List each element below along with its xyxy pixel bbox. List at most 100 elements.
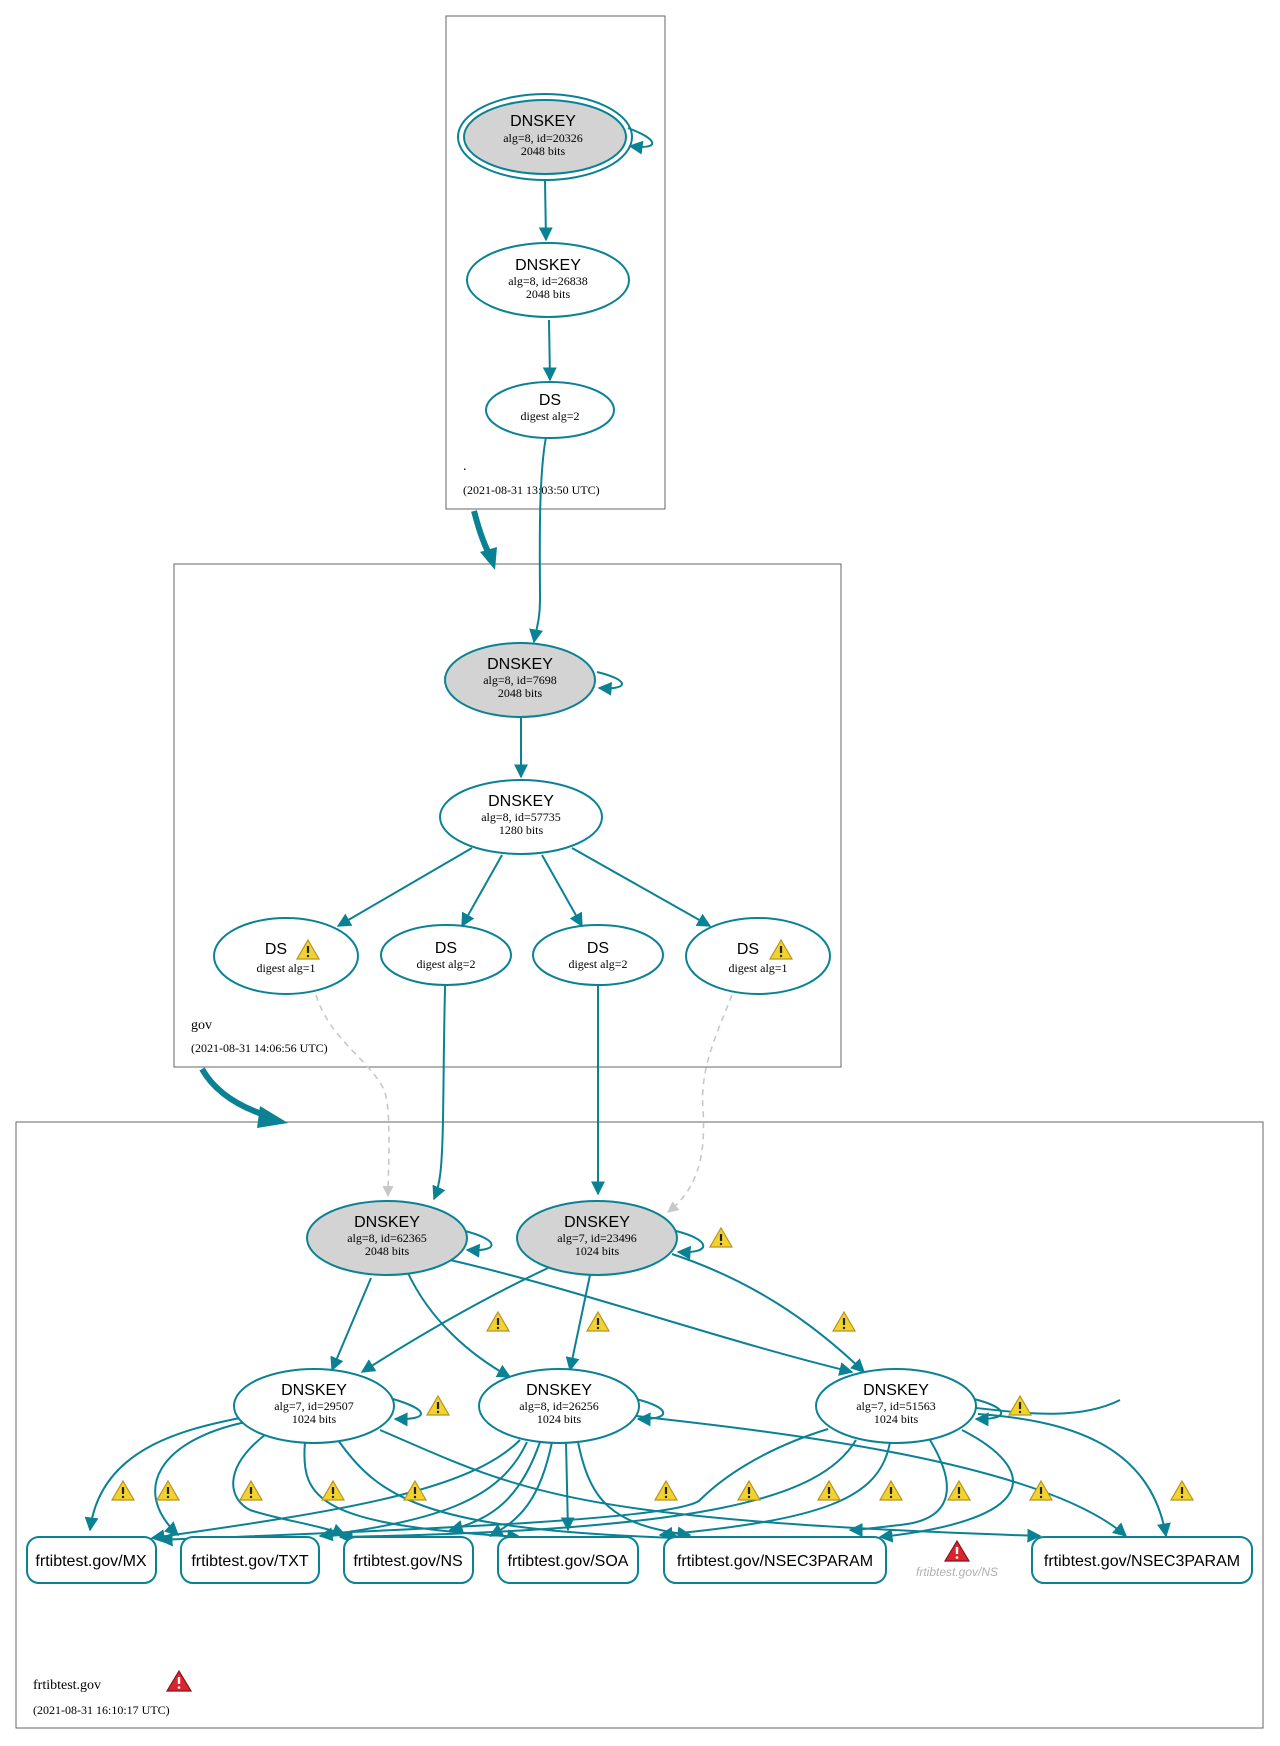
node-gov-zsk[interactable]: DNSKEY alg=8, id=57735 1280 bits bbox=[439, 779, 603, 855]
record-nsec3param-2-label: frtibtest.gov/NSEC3PARAM bbox=[1044, 1553, 1240, 1570]
node-root-zsk-title: DNSKEY bbox=[515, 257, 581, 274]
zone-error-icon bbox=[165, 1669, 193, 1693]
node-gov-ds2-title: DS bbox=[435, 940, 457, 957]
node-ft-zsk1[interactable]: DNSKEY alg=7, id=29507 1024 bits bbox=[233, 1368, 395, 1444]
zone-gov-name: gov bbox=[191, 1018, 212, 1033]
node-gov-ksk-line1: alg=8, id=7698 bbox=[483, 673, 557, 687]
node-ft-ksk1-line2: 2048 bits bbox=[365, 1244, 410, 1258]
zone-gov-box bbox=[173, 563, 842, 1068]
warning-icon bbox=[585, 1310, 611, 1333]
warning-icon bbox=[653, 1479, 679, 1502]
node-ft-zsk2-title: DNSKEY bbox=[526, 1382, 592, 1399]
node-gov-ds3-line1: digest alg=2 bbox=[568, 957, 627, 971]
node-ft-zsk2-line1: alg=8, id=26256 bbox=[519, 1399, 599, 1413]
record-ns[interactable]: frtibtest.gov/NS bbox=[343, 1536, 474, 1584]
record-mx-label: frtibtest.gov/MX bbox=[35, 1553, 146, 1570]
zone-root-timestamp: (2021-08-31 13:03:50 UTC) bbox=[463, 483, 600, 497]
node-root-zsk-line2: 2048 bits bbox=[526, 287, 571, 301]
node-gov-ds1[interactable]: DS digest alg=1 bbox=[213, 917, 359, 995]
node-gov-ds3-title: DS bbox=[587, 940, 609, 957]
error-icon bbox=[943, 1539, 971, 1563]
zone-root-box bbox=[445, 15, 666, 510]
warning-icon bbox=[110, 1479, 136, 1502]
record-ns-ghost[interactable]: frtibtest.gov/NS bbox=[916, 1539, 998, 1579]
node-root-zsk[interactable]: DNSKEY alg=8, id=26838 2048 bits bbox=[466, 242, 630, 318]
node-gov-ds1-title: DS bbox=[265, 941, 287, 958]
node-ft-zsk2[interactable]: DNSKEY alg=8, id=26256 1024 bits bbox=[478, 1368, 640, 1444]
record-soa-label: frtibtest.gov/SOA bbox=[508, 1553, 629, 1570]
node-gov-ds1-line1: digest alg=1 bbox=[256, 961, 315, 975]
warning-icon bbox=[402, 1479, 428, 1502]
node-gov-ds2-line1: digest alg=2 bbox=[416, 957, 475, 971]
dashed-edge-ds4 bbox=[667, 994, 733, 1213]
warning-icon bbox=[831, 1310, 857, 1333]
node-ft-zsk1-line2: 1024 bits bbox=[292, 1412, 337, 1426]
node-root-ksk-line2: 2048 bits bbox=[521, 144, 566, 158]
record-ns-ghost-label: frtibtest.gov/NS bbox=[916, 1565, 998, 1579]
node-ft-ksk2[interactable]: DNSKEY alg=7, id=23496 1024 bits bbox=[516, 1200, 678, 1276]
node-ft-ksk1[interactable]: DNSKEY alg=8, id=62365 2048 bits bbox=[306, 1200, 468, 1276]
node-root-ds[interactable]: DS digest alg=2 bbox=[485, 381, 615, 439]
signature-edges bbox=[84, 127, 1171, 1547]
node-ft-zsk2-line2: 1024 bits bbox=[537, 1412, 582, 1426]
warning-icon bbox=[485, 1310, 511, 1333]
node-gov-zsk-title: DNSKEY bbox=[488, 793, 554, 810]
node-root-ksk-line1: alg=8, id=20326 bbox=[503, 131, 583, 145]
record-ns-label: frtibtest.gov/NS bbox=[353, 1553, 462, 1570]
node-gov-zsk-line1: alg=8, id=57735 bbox=[481, 810, 561, 824]
node-root-ksk[interactable]: DNSKEY alg=8, id=20326 2048 bits bbox=[457, 93, 633, 181]
node-gov-ksk-line2: 2048 bits bbox=[498, 686, 543, 700]
zone-frtibtest-box bbox=[15, 1121, 1264, 1729]
node-gov-ksk[interactable]: DNSKEY alg=8, id=7698 2048 bits bbox=[444, 642, 596, 718]
warning-icon bbox=[1169, 1479, 1195, 1502]
warning-icon bbox=[708, 1226, 734, 1249]
node-ft-zsk3-title: DNSKEY bbox=[863, 1382, 929, 1399]
node-gov-ds4-line1: digest alg=1 bbox=[728, 961, 787, 975]
node-root-ksk-title: DNSKEY bbox=[510, 113, 576, 130]
warning-icon bbox=[155, 1479, 181, 1502]
node-ft-zsk3-line1: alg=7, id=51563 bbox=[856, 1399, 936, 1413]
node-gov-ds3[interactable]: DS digest alg=2 bbox=[532, 924, 664, 986]
node-root-ds-title: DS bbox=[539, 392, 561, 409]
zone-frtibtest-name: frtibtest.gov bbox=[33, 1678, 101, 1693]
node-ft-ksk2-line1: alg=7, id=23496 bbox=[557, 1231, 637, 1245]
node-gov-ds2[interactable]: DS digest alg=2 bbox=[380, 924, 512, 986]
zone-root-name: . bbox=[463, 459, 467, 474]
node-gov-zsk-line2: 1280 bits bbox=[499, 823, 544, 837]
node-ft-zsk1-title: DNSKEY bbox=[281, 1382, 347, 1399]
node-ft-ksk1-title: DNSKEY bbox=[354, 1214, 420, 1231]
zone-frtibtest-timestamp: (2021-08-31 16:10:17 UTC) bbox=[33, 1703, 170, 1717]
node-gov-ds4-title: DS bbox=[737, 941, 759, 958]
warning-icon bbox=[736, 1479, 762, 1502]
node-gov-ds4[interactable]: DS digest alg=1 bbox=[685, 917, 831, 995]
dashed-edge-ds1 bbox=[315, 994, 394, 1198]
record-nsec3param-1-label: frtibtest.gov/NSEC3PARAM bbox=[677, 1553, 873, 1570]
zone-gov-timestamp: (2021-08-31 14:06:56 UTC) bbox=[191, 1041, 328, 1055]
warning-icon bbox=[320, 1479, 346, 1502]
record-nsec3param-2[interactable]: frtibtest.gov/NSEC3PARAM bbox=[1031, 1536, 1253, 1584]
node-root-ds-line1: digest alg=2 bbox=[520, 409, 579, 423]
warning-icon bbox=[946, 1479, 972, 1502]
warning-icon bbox=[1007, 1394, 1033, 1417]
node-ft-ksk1-line1: alg=8, id=62365 bbox=[347, 1231, 427, 1245]
node-ft-zsk3[interactable]: DNSKEY alg=7, id=51563 1024 bits bbox=[815, 1368, 977, 1444]
warning-icon bbox=[878, 1479, 904, 1502]
node-ft-ksk2-title: DNSKEY bbox=[564, 1214, 630, 1231]
node-ft-zsk1-line1: alg=7, id=29507 bbox=[274, 1399, 354, 1413]
record-soa[interactable]: frtibtest.gov/SOA bbox=[497, 1536, 639, 1584]
node-root-zsk-line1: alg=8, id=26838 bbox=[508, 274, 588, 288]
record-txt[interactable]: frtibtest.gov/TXT bbox=[180, 1536, 320, 1584]
record-nsec3param-1[interactable]: frtibtest.gov/NSEC3PARAM bbox=[663, 1536, 887, 1584]
delegation-arrow-gov-frtibtest bbox=[199, 1067, 269, 1119]
record-txt-label: frtibtest.gov/TXT bbox=[191, 1553, 309, 1570]
warning-icon bbox=[238, 1479, 264, 1502]
warning-icon bbox=[425, 1394, 451, 1417]
record-mx[interactable]: frtibtest.gov/MX bbox=[26, 1536, 157, 1584]
warning-icon bbox=[816, 1479, 842, 1502]
delegation-arrow-root-gov bbox=[471, 510, 493, 558]
node-gov-ksk-title: DNSKEY bbox=[487, 656, 553, 673]
warning-icon bbox=[1028, 1479, 1054, 1502]
node-ft-zsk3-line2: 1024 bits bbox=[874, 1412, 919, 1426]
node-ft-ksk2-line2: 1024 bits bbox=[575, 1244, 620, 1258]
